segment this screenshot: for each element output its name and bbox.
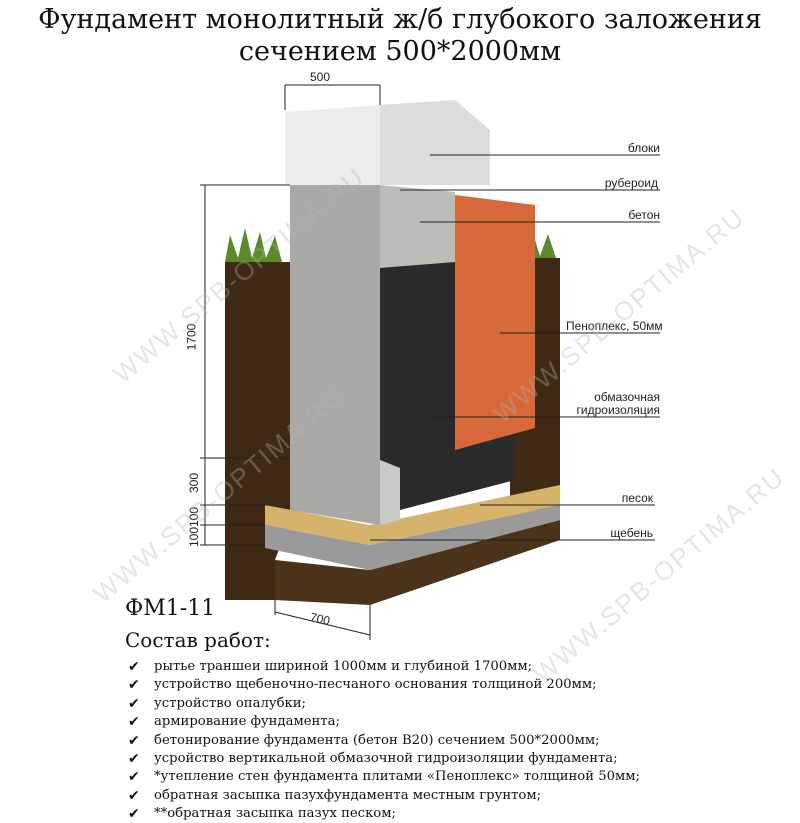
works-heading: Состав работ:: [125, 628, 271, 652]
grass-left: [225, 228, 282, 262]
list-item-text: устройство щебеночно-песчаного основания…: [154, 677, 597, 693]
list-item-text: *утепление стен фундамента плитами «Пено…: [154, 769, 640, 785]
list-item: ✔ обратная засыпка пазухфундамента местны…: [128, 787, 640, 805]
soil-bottom: [275, 520, 560, 605]
list-item-text: рытье траншеи шириной 1000мм и глубиной …: [154, 659, 533, 674]
product-code: ФМ1-11: [125, 596, 216, 621]
check-icon: ✔: [128, 751, 140, 768]
list-item: ✔ *утепление стен фундамента плитами «Пен…: [128, 768, 640, 786]
check-icon: ✔: [128, 659, 140, 675]
gravel-layer: [265, 505, 560, 570]
list-item: ✔ устройство опалубки;: [128, 695, 640, 713]
list-item: ✔ устройство щебеночно-песчаного основани…: [128, 676, 640, 694]
list-item-text: обратная засыпка пазухфундамента местным…: [154, 787, 542, 803]
check-icon: ✔: [128, 677, 140, 694]
check-icon: ✔: [128, 806, 140, 823]
label-waterproof-2: гидроизоляция: [576, 403, 660, 417]
dim-300: 300: [187, 472, 202, 494]
title-line-1: Фундамент монолитный ж/б глубокого залож…: [38, 4, 762, 35]
label-concrete: бетон: [628, 208, 660, 222]
list-item: ✔ **обратная засыпка пазух песком;: [128, 805, 640, 823]
check-icon: ✔: [128, 769, 140, 786]
concrete-footing: [380, 460, 400, 525]
list-item-text: бетонирование фундамента (бетон В20) сеч…: [154, 732, 600, 748]
list-item: ✔ рытье траншеи шириной 1000мм и глубиной…: [128, 658, 640, 676]
check-icon: ✔: [128, 695, 140, 712]
label-waterproof-1: обмазочная: [594, 390, 660, 404]
blocks-side: [380, 100, 490, 185]
label-gravel: щебень: [610, 526, 653, 540]
list-item: ✔ бетонирование фундамента (бетон В20) се…: [128, 732, 640, 750]
concrete-front: [290, 185, 380, 525]
dim-top: 500: [309, 70, 331, 84]
penoplex-layer: [455, 195, 535, 450]
title-line-2: сечением 500*2000мм: [238, 36, 562, 67]
list-item: ✔ армирование фундамента;: [128, 713, 640, 731]
list-item-text: усройство вертикальной обмазочной гидрои…: [154, 751, 618, 767]
label-ruberoid: рубероид: [604, 176, 658, 190]
check-icon: ✔: [128, 714, 140, 731]
works-list: ✔ рытье траншеи шириной 1000мм и глубиной…: [128, 658, 640, 823]
blocks-front: [285, 105, 380, 185]
sand-layer: [265, 485, 560, 545]
label-blocks: блоки: [627, 141, 660, 155]
list-item-text: **обратная засыпка пазух песком;: [154, 806, 396, 822]
label-sand: песок: [621, 491, 653, 505]
check-icon: ✔: [128, 732, 140, 749]
list-item: ✔ усройство вертикальной обмазочной гидро…: [128, 750, 640, 768]
bitumen-layer: [380, 262, 515, 510]
concrete-side: [380, 185, 455, 270]
list-item-text: армирование фундамента;: [154, 714, 340, 730]
label-penoplex: Пеноплекс, 50мм: [566, 319, 663, 333]
list-item-text: устройство опалубки;: [154, 695, 306, 711]
check-icon: ✔: [128, 787, 140, 804]
